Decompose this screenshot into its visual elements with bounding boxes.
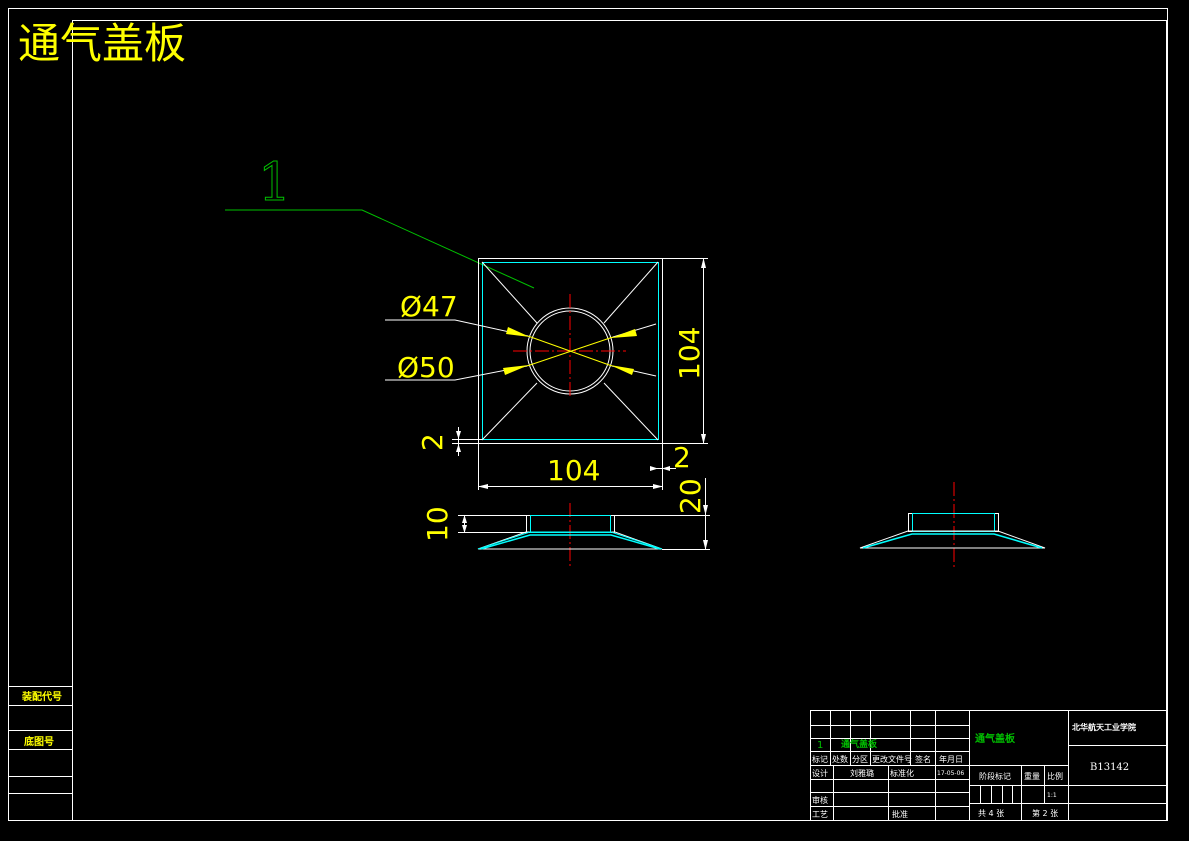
header-date: 年月日 <box>939 754 963 764</box>
approve-label: 批准 <box>892 809 908 819</box>
header-change-doc: 更改文件号 <box>872 754 912 764</box>
dim-width-vertical: 104 <box>673 327 706 380</box>
weight-label: 重量 <box>1024 771 1040 781</box>
dim-width-horizontal: 104 <box>547 454 600 487</box>
part-balloon-number: 1 <box>258 153 291 213</box>
inner-frame <box>72 20 1167 821</box>
dim-hole-inner: Ø47 <box>400 290 458 323</box>
side-view <box>859 482 1046 568</box>
dim-wall-right: 2 <box>673 441 691 474</box>
review-label: 审核 <box>812 795 828 805</box>
dim-height-neck: 10 <box>421 506 454 542</box>
row-part-name: 通气盖板 <box>841 738 878 750</box>
designer-name: 刘雅璐 <box>850 768 874 778</box>
scale-label: 比例 <box>1047 771 1063 781</box>
header-count: 处数 <box>832 754 848 764</box>
part-name: 通气盖板 <box>975 732 1016 745</box>
drawing-title: 通气盖板 <box>18 19 186 68</box>
design-date: 17-05-06 <box>937 770 964 777</box>
sheet-number: 第 2 张 <box>1032 808 1058 818</box>
header-zone: 分区 <box>852 755 868 764</box>
drawing-number: B13142 <box>1090 762 1129 773</box>
assembly-code-label: 装配代号 <box>21 690 62 703</box>
stage-label: 阶段标记 <box>979 771 1011 781</box>
school-name: 北华航天工业学院 <box>1072 722 1136 732</box>
process-label: 工艺 <box>812 810 828 819</box>
standardization-label: 标准化 <box>890 768 914 778</box>
plate-outline <box>478 258 663 444</box>
dim-hole-outer: Ø50 <box>397 351 455 384</box>
side-panel <box>8 686 72 794</box>
scale-value: 1:1 <box>1047 792 1057 799</box>
header-signature: 签名 <box>915 754 931 764</box>
dim-height-total: 20 <box>674 478 707 514</box>
header-mark: 标记 <box>812 754 828 764</box>
total-sheets: 共 4 张 <box>978 809 1004 818</box>
design-label: 设计 <box>812 768 828 778</box>
top-view: Ø47 Ø50 104 104 2 2 <box>385 258 708 490</box>
outer-frame <box>8 8 1168 821</box>
title-block <box>810 710 1167 821</box>
front-view: 10 20 <box>421 478 710 568</box>
row-number: 1 <box>817 740 823 751</box>
part-leader-line <box>225 209 535 289</box>
plate-inner-outline <box>482 262 659 440</box>
base-drawing-label: 底图号 <box>24 735 54 748</box>
dim-wall-left: 2 <box>416 433 449 451</box>
